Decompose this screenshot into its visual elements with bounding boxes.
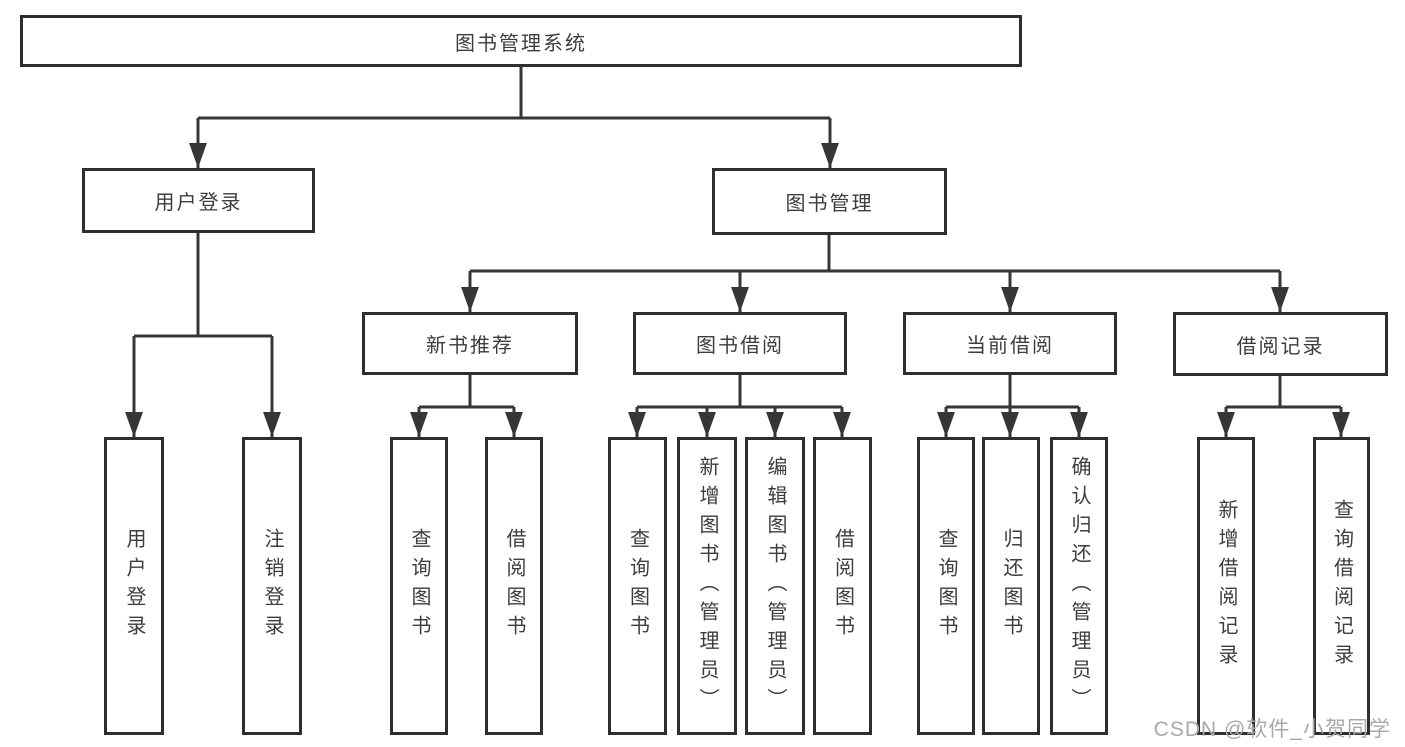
leaf-cb-confirm-return-admin: 确认归还（管理员） [1050,437,1108,735]
node-borrow-records: 借阅记录 [1173,312,1388,376]
node-new-book-recommend: 新书推荐 [362,312,578,375]
connector-book-borrow-children [628,375,851,438]
node-book-borrow: 图书借阅 [633,312,847,375]
leaf-bb-edit-book-admin: 编辑图书（管理员） [745,437,805,735]
connector-borrow-records-children [1217,375,1350,438]
leaf-cb-return-book: 归还图书 [982,437,1040,735]
connector-root-to-level2 [189,67,839,169]
leaf-cb-query-book: 查询图书 [917,437,975,735]
leaf-bb-query-book: 查询图书 [608,437,667,735]
connector-new-book-children [410,375,523,438]
leaf-bb-borrow-book: 借阅图书 [813,437,872,735]
connector-user-login-children [125,233,281,438]
csdn-watermark: CSDN @软件_小贺同学 [1153,718,1391,741]
connector-current-borrow-children [937,375,1088,438]
leaf-logout: 注销登录 [242,437,302,735]
leaf-nbr-borrow-book: 借阅图书 [485,437,543,735]
leaf-br-add-record: 新增借阅记录 [1197,437,1255,735]
node-book-management: 图书管理 [712,168,947,235]
node-root: 图书管理系统 [20,15,1022,67]
node-user-login: 用户登录 [82,168,315,233]
connector-book-management-children [461,235,1289,313]
leaf-nbr-query-book: 查询图书 [390,437,448,735]
leaf-bb-add-book-admin: 新增图书（管理员） [677,437,737,735]
node-current-borrow: 当前借阅 [903,312,1117,375]
leaf-user-login: 用户登录 [104,437,164,735]
leaf-br-query-record: 查询借阅记录 [1313,437,1370,735]
